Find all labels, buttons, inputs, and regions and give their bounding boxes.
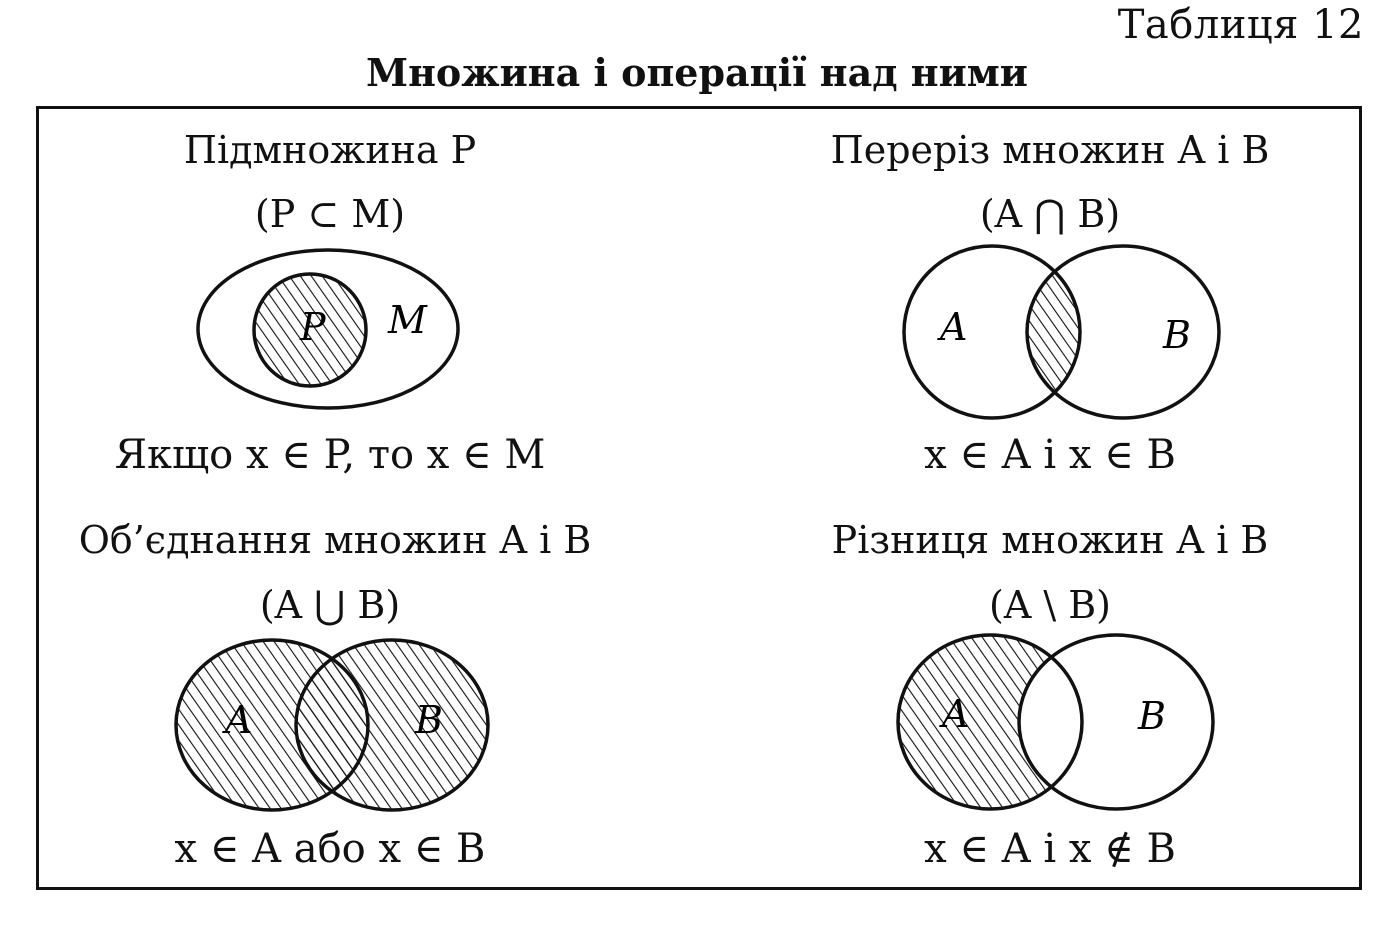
table-number-label: Таблиця 12	[1117, 2, 1364, 48]
difference-condition: x ∈ A і x ∉ B	[924, 826, 1176, 872]
set-p-circle	[252, 272, 368, 388]
union-notation: (A ⋃ B)	[259, 583, 401, 627]
difference-notation: (A \ B)	[989, 583, 1111, 627]
union-title: Об’єднання множин A і B	[78, 518, 592, 562]
subset-title: Підмножина P	[183, 128, 477, 172]
set-a-label: A	[937, 305, 967, 349]
difference-diagram: A B	[896, 633, 1215, 811]
set-a-circle	[896, 633, 1084, 811]
intersection-title: Переріз множин A і B	[830, 128, 1270, 172]
set-b-circle	[1025, 244, 1221, 420]
set-b-label: B	[1162, 313, 1191, 357]
intersection-diagram: A B	[902, 244, 1221, 420]
union-condition: x ∈ A або x ∈ B	[174, 826, 486, 872]
intersection-condition: x ∈ A і x ∈ B	[924, 432, 1176, 478]
set-a-circle	[174, 638, 370, 812]
table-frame	[36, 106, 1362, 890]
main-title: Множина і операції над ними	[366, 50, 1028, 95]
set-b-circle	[294, 638, 490, 812]
set-b-label: B	[414, 698, 443, 742]
intersection-notation: (A ⋂ B)	[979, 192, 1121, 236]
set-a-label: A	[939, 692, 969, 736]
set-m-ellipse	[196, 248, 460, 410]
set-a-circle	[902, 244, 1082, 420]
set-a-label: A	[222, 698, 252, 742]
subset-condition: Якщо x ∈ P, то x ∈ M	[114, 432, 546, 478]
set-p-label: P	[299, 305, 327, 349]
difference-region	[898, 635, 1082, 809]
set-b-region	[296, 640, 488, 810]
set-b-circle	[1017, 633, 1215, 811]
set-m-label: M	[387, 298, 428, 342]
subset-notation: (P ⊂ M)	[254, 192, 406, 236]
set-b-label: B	[1137, 694, 1166, 738]
union-diagram: A B	[174, 638, 490, 812]
subset-diagram: P M	[196, 248, 460, 410]
difference-title: Різниця множин A і B	[831, 518, 1269, 562]
